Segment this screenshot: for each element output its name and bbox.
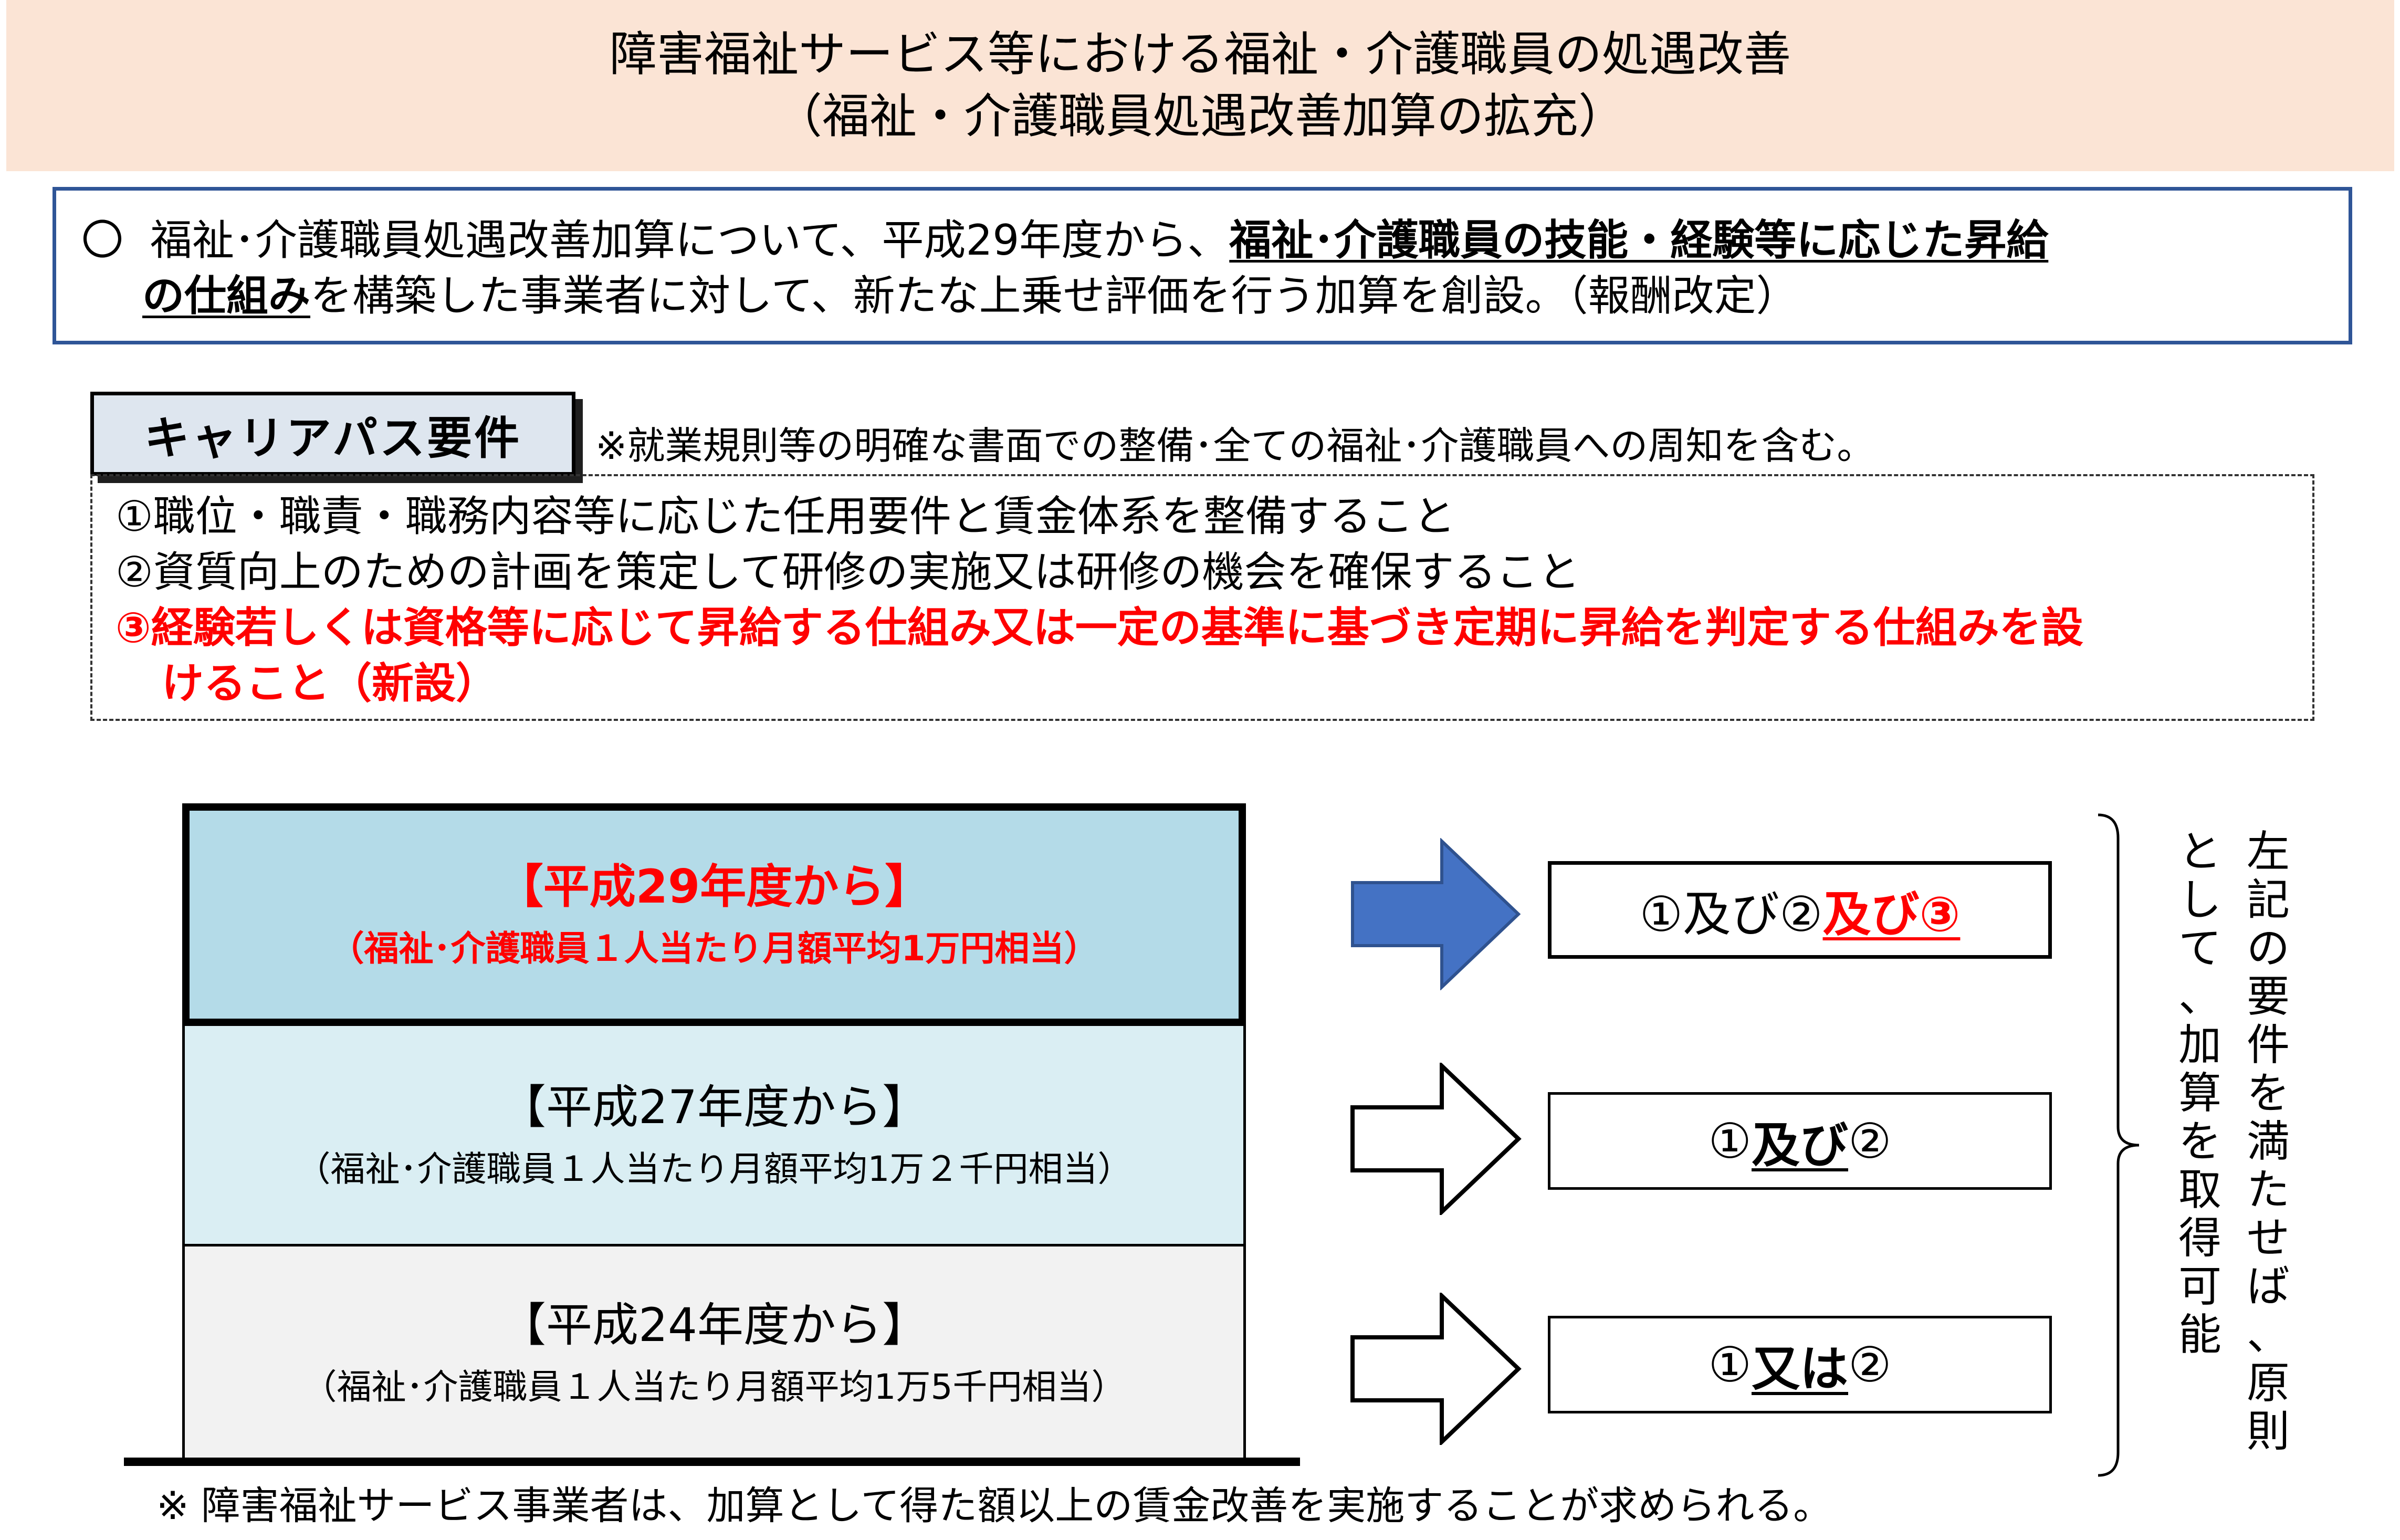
tier-h24-title: 【平成24年度から】 [500, 1297, 928, 1352]
summary-text: 福祉･介護職員処遇改善加算について、平成29年度から、 [150, 216, 1230, 265]
summary-line-2: の仕組みを構築した事業者に対して、新たな上乗せ評価を行う加算を創設。（報酬改定） [81, 268, 2349, 324]
side-note-char: ば [2246, 1262, 2290, 1312]
tier-h27-detail: （福祉･介護職員１人当たり月額平均1万２千円相当） [296, 1148, 1133, 1189]
tier-h27-title: 【平成27年度から】 [500, 1080, 928, 1134]
side-note-char: せ [2246, 1213, 2290, 1263]
tier-h24-detail: （福祉･介護職員１人当たり月額平均1万5千円相当） [302, 1366, 1126, 1407]
summary-line-1: 〇 福祉･介護職員処遇改善加算について、平成29年度から、福祉･介護職員の技能・… [81, 213, 2349, 268]
page-subtitle: （福祉・介護職員処遇改善加算の拡充） [775, 89, 1626, 144]
side-note-char: 記 [2246, 875, 2290, 925]
side-note-char: 原 [2246, 1358, 2290, 1408]
summary-emphasis-cont: の仕組み [142, 271, 310, 320]
condition-h27-pre: ① [1708, 1113, 1752, 1169]
tier-h29-title: 【平成29年度から】 [497, 860, 931, 914]
requirement-1: ①職位・職責・職務内容等に応じた任用要件と賃金体系を整備すること [116, 492, 1455, 541]
side-note-column-1: 左記の要件を満たせば、原則 [2242, 829, 2294, 1455]
condition-h29-emphasis: 及び③ [1822, 886, 1961, 942]
side-note-char: 要 [2246, 972, 2290, 1022]
side-note-char: 算 [2178, 1068, 2221, 1118]
side-note-char: 左 [2246, 827, 2290, 877]
requirement-3: ③経験若しくは資格等に応じて昇給する仕組み又は一定の基準に基づき定期に昇給を判定… [116, 603, 2083, 652]
bullet-circle: 〇 [81, 216, 123, 265]
requirements-box: ①職位・職責・職務内容等に応じた任用要件と賃金体系を整備すること ②資質向上のた… [90, 474, 2314, 721]
side-note-char: 則 [2246, 1407, 2290, 1457]
side-note-char: の [2246, 924, 2290, 973]
condition-h29-pre: ①及び② [1639, 886, 1823, 942]
page-header: 障害福祉サービス等における福祉・介護職員の処遇改善 （福祉・介護職員処遇改善加算… [6, 0, 2394, 171]
summary-emphasis: 福祉･介護職員の技能・経験等に応じた昇給 [1229, 216, 2049, 265]
side-note-column-2: として、加算を取得可能 [2174, 829, 2226, 1359]
career-path-note: ※就業規則等の明確な書面での整備･全ての福祉･介護職員への周知を含む。 [595, 424, 1875, 468]
arrow-right-outline-icon [1350, 1063, 1522, 1215]
condition-h27-emphasis: 及び [1751, 1117, 1848, 1174]
side-note-char: 取 [2178, 1165, 2221, 1215]
career-path-label: キャリアパス要件 [90, 392, 575, 476]
side-note-char: を [2178, 1117, 2221, 1167]
condition-h27-post: ② [1848, 1113, 1892, 1169]
tier-h24: 【平成24年度から】 （福祉･介護職員１人当たり月額平均1万5千円相当） [182, 1246, 1246, 1462]
condition-h24-post: ② [1848, 1336, 1892, 1393]
summary-box: 〇 福祉･介護職員処遇改善加算について、平成29年度から、福祉･介護職員の技能・… [53, 187, 2352, 344]
tier-h27: 【平成27年度から】 （福祉･介護職員１人当たり月額平均1万２千円相当） [182, 1026, 1246, 1246]
side-note-char: 満 [2246, 1117, 2290, 1167]
requirement-2: ②資質向上のための計画を策定して研修の実施又は研修の機会を確保すること [116, 548, 1580, 596]
footnote: ※ 障害福祉サービス事業者は、加算として得た額以上の賃金改善を実施することが求め… [156, 1483, 1832, 1528]
tier-h29: 【平成29年度から】 （福祉･介護職員１人当たり月額平均1万円相当） [182, 803, 1246, 1026]
side-note-char: 加 [2178, 1020, 2221, 1070]
right-brace-icon [2098, 813, 2140, 1477]
side-note-char: て [2178, 924, 2221, 973]
condition-h24-pre: ① [1708, 1336, 1752, 1393]
side-note-char: 件 [2246, 1020, 2290, 1070]
arrow-right-outline-icon [1350, 1293, 1522, 1445]
condition-h24-emphasis: 又は [1751, 1340, 1848, 1397]
side-note-char: 可 [2178, 1262, 2221, 1312]
side-note-char: 得 [2178, 1213, 2221, 1263]
side-note-char: と [2178, 827, 2221, 877]
side-note-char: を [2246, 1068, 2290, 1118]
side-note-char: 能 [2178, 1310, 2221, 1360]
side-note-char: た [2246, 1165, 2290, 1215]
arrow-right-filled-icon [1351, 838, 1521, 990]
page-title: 障害福祉サービス等における福祉・介護職員の処遇改善 [610, 27, 1791, 82]
side-note-char: 、 [2246, 1310, 2290, 1360]
summary-text-cont: を構築した事業者に対して、新たな上乗せ評価を行う加算を創設。（報酬改定） [310, 271, 1798, 320]
side-note-char: し [2178, 875, 2221, 925]
base-line [124, 1458, 1300, 1466]
tier-h29-detail: （福祉･介護職員１人当たり月額平均1万円相当） [329, 928, 1099, 969]
requirement-3-cont: けること（新設） [162, 659, 498, 708]
side-note-char: 、 [2178, 972, 2221, 1022]
